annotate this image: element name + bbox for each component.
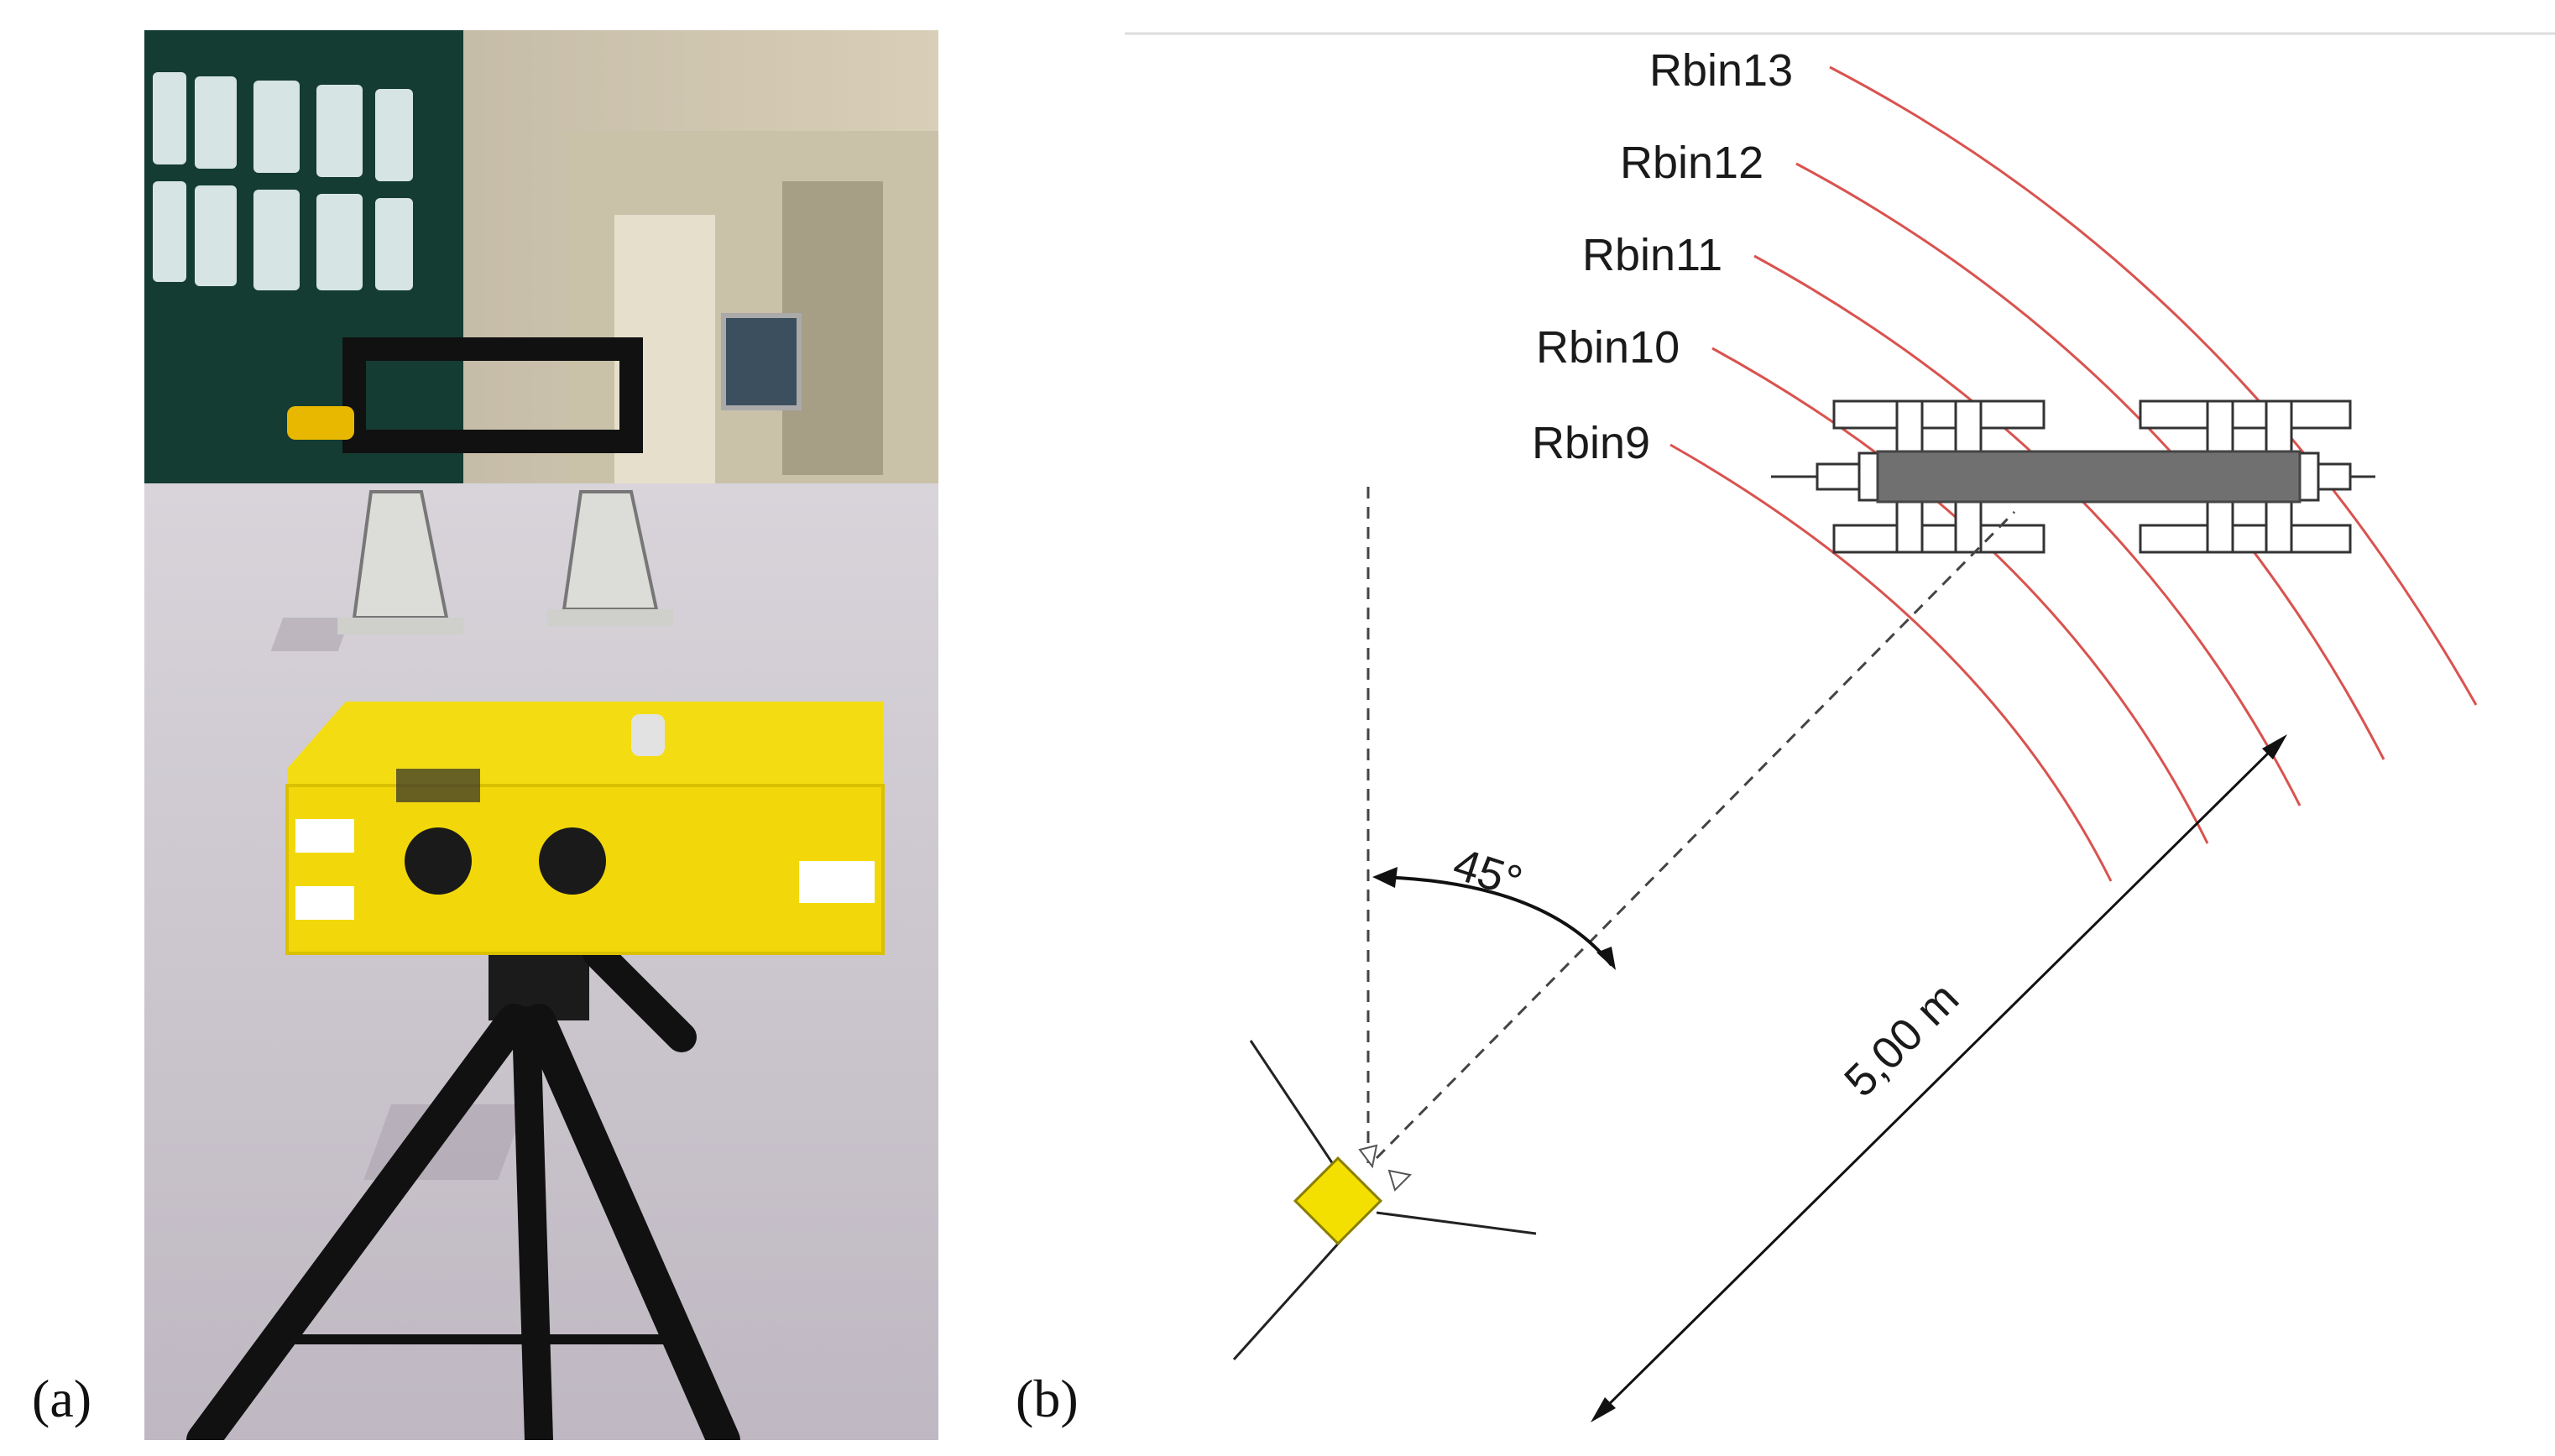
rbin-label-10: Rbin10 (1536, 322, 1680, 373)
panel-label-b: (b) (1016, 1369, 1079, 1428)
rbin-label-11: Rbin11 (1582, 230, 1722, 280)
tripod (186, 920, 740, 1440)
distance-dimension-line (1593, 737, 2285, 1420)
rbin-label-13: Rbin13 (1649, 45, 1793, 96)
photo-radar-on-tripod (144, 30, 938, 1440)
range-arc-rbin12 (1795, 162, 2385, 760)
beam-axis-line (1375, 510, 2016, 1160)
door-windows (153, 72, 413, 290)
angle-label: 45° (1447, 838, 1528, 907)
angle-arrow-end (1596, 947, 1616, 970)
target-bar (1876, 450, 2302, 504)
distance-label: 5,00 m (1835, 973, 1968, 1106)
rbin-label-12: Rbin12 (1620, 138, 1763, 188)
target-frame (287, 337, 673, 634)
target-fixture (1771, 399, 2375, 554)
distance-arrow-bottom (1591, 1397, 1616, 1422)
range-arc-rbin10 (1711, 347, 2209, 844)
radar-unit-photo (285, 702, 885, 955)
distance-arrow-top (2262, 734, 2287, 759)
radar-sensor-body (1293, 1156, 1383, 1246)
angle-arrow-start (1372, 867, 1398, 888)
range-arc-rbin9 (1669, 443, 2113, 882)
radar-sensor (1232, 1040, 1537, 1361)
rbin-label-9: Rbin9 (1532, 418, 1650, 468)
range-arc-rbin13 (1829, 65, 2478, 706)
monitor (721, 313, 802, 410)
radar-geometry-diagram: Rbin13 Rbin12 Rbin11 Rbin10 Rbin9 45° 5,… (1125, 32, 2555, 1422)
panel-label-a: (a) (32, 1369, 92, 1428)
angle-arc (1376, 875, 1613, 967)
